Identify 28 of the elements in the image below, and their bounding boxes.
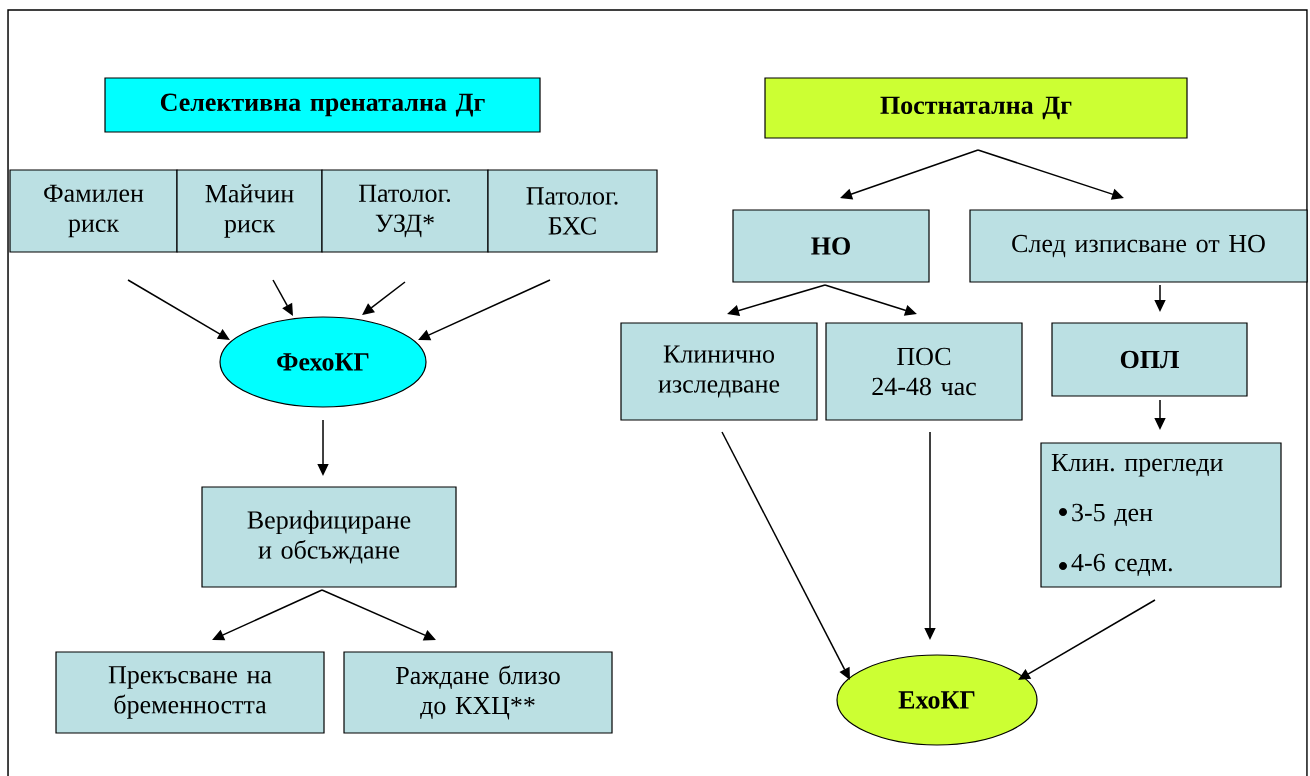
ellipse-node: ФехоКГ <box>219 316 427 408</box>
process-box: Патолог. БХС <box>487 169 658 253</box>
process-box: Майчин риск <box>176 169 323 253</box>
process-box: Фамилен риск <box>9 169 178 253</box>
arrow <box>840 149 979 200</box>
list-box: Клин. прегледи 3-5 ден 4-6 седм. <box>1040 442 1282 588</box>
arrow <box>212 589 323 641</box>
title-box: Постнатална Дг <box>764 77 1188 139</box>
title-box: Селективна пренатална Дг <box>104 77 541 133</box>
arrow <box>721 431 850 680</box>
process-box: След изписване от НО <box>969 209 1308 283</box>
process-box: Прекъсване на бременността <box>55 651 325 734</box>
arrow <box>362 281 406 315</box>
process-box: Раждане близо до КХЦ** <box>343 651 613 734</box>
process-box: Патолог. УЗД* <box>321 169 489 253</box>
arrow <box>321 589 436 641</box>
arrow <box>127 279 230 340</box>
process-box: ОПЛ <box>1051 322 1248 397</box>
arrow <box>824 284 917 316</box>
arrow <box>1018 599 1156 680</box>
ellipse-node: ЕхоКГ <box>836 654 1038 746</box>
process-box: Верифициране и обсъждане <box>201 486 457 588</box>
arrow <box>418 279 551 341</box>
process-box: НО <box>732 209 930 283</box>
arrow <box>272 279 293 316</box>
process-box: ПОС 24-48 час <box>825 322 1023 421</box>
arrow <box>977 149 1124 200</box>
process-box: Клинично изследване <box>620 322 818 421</box>
